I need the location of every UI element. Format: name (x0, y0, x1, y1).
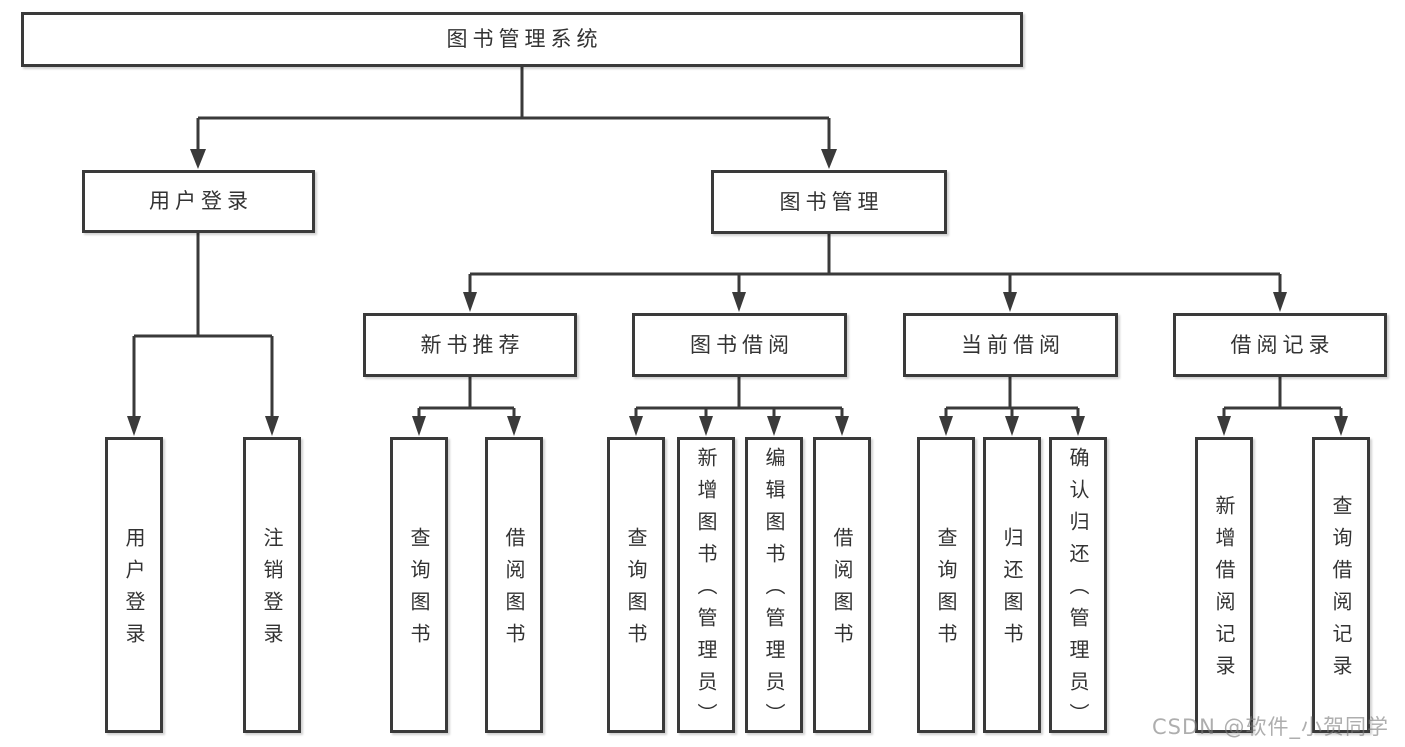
node-root-label: 图书管理系统 (446, 27, 603, 51)
arrow-down-icon (463, 292, 477, 312)
node-borrow-records-label: 借阅记录 (1230, 332, 1335, 357)
leaf-add-borrow-record: 新增借阅记录 (1195, 437, 1253, 733)
leaf-query-books-rec: 查询图书 (390, 437, 448, 733)
leaf-confirm-return-admin: 确认归还（管理员） (1049, 437, 1107, 735)
leaf-query-books-current-label: 查询图书 (934, 527, 958, 655)
node-root: 图书管理系统 (21, 12, 1023, 67)
node-book-mgmt-label: 图书管理 (779, 189, 884, 214)
leaf-user-login: 用户登录 (105, 437, 163, 733)
node-user-login: 用户登录 (82, 170, 315, 233)
leaf-borrow-books-rec: 借阅图书 (485, 437, 543, 733)
connector-root (196, 67, 831, 151)
leaf-edit-book-admin-label: 编辑图书（管理员） (762, 447, 786, 735)
leaf-borrow-books-label: 借阅图书 (830, 527, 854, 655)
arrow-down-icon (1071, 416, 1085, 436)
leaf-borrow-books-rec-label: 借阅图书 (502, 527, 526, 655)
leaf-query-borrow-record-label: 查询借阅记录 (1329, 495, 1353, 687)
node-book-borrow: 图书借阅 (632, 313, 847, 377)
leaf-logout-label: 注销登录 (260, 527, 284, 655)
node-user-login-label: 用户登录 (149, 189, 253, 213)
node-current-borrow: 当前借阅 (903, 313, 1118, 377)
node-book-mgmt: 图书管理 (711, 170, 947, 234)
leaf-add-borrow-record-label: 新增借阅记录 (1212, 495, 1236, 687)
arrow-down-icon (507, 416, 521, 436)
connector-book-mgmt (468, 234, 1282, 294)
connector-user-login (132, 233, 274, 418)
leaf-edit-book-admin: 编辑图书（管理员） (745, 437, 803, 735)
arrow-down-icon (1273, 292, 1287, 312)
arrow-down-icon (1217, 416, 1231, 436)
leaf-confirm-return-admin-label: 确认归还（管理员） (1066, 447, 1090, 735)
leaf-query-books-current: 查询图书 (917, 437, 975, 733)
arrow-down-icon (1003, 292, 1017, 312)
arrow-down-icon (732, 292, 746, 312)
arrowheads (127, 149, 1348, 436)
leaf-query-borrow-record: 查询借阅记录 (1312, 437, 1370, 733)
arrow-down-icon (821, 149, 837, 169)
leaf-return-book: 归还图书 (983, 437, 1041, 733)
arrow-down-icon (699, 416, 713, 436)
leaf-query-books-borrow: 查询图书 (607, 437, 665, 733)
node-book-borrow-label: 图书借阅 (690, 332, 794, 357)
leaf-query-books-borrow-label: 查询图书 (624, 527, 648, 655)
connector-current-borrow (944, 377, 1080, 418)
arrow-down-icon (127, 416, 141, 436)
watermark: CSDN @软件_小贺同学 (1152, 715, 1390, 739)
leaf-add-book-admin-label: 新增图书（管理员） (694, 447, 718, 735)
arrow-down-icon (1005, 416, 1019, 436)
node-new-book-rec: 新书推荐 (363, 313, 577, 377)
arrow-down-icon (190, 149, 206, 169)
arrow-down-icon (1334, 416, 1348, 436)
leaf-user-login-label: 用户登录 (122, 527, 146, 655)
connector-new-book-rec (417, 377, 516, 418)
leaf-add-book-admin: 新增图书（管理员） (677, 437, 735, 735)
arrow-down-icon (835, 416, 849, 436)
arrow-down-icon (629, 416, 643, 436)
node-borrow-records: 借阅记录 (1173, 313, 1387, 377)
leaf-borrow-books: 借阅图书 (813, 437, 871, 733)
leaf-query-books-rec-label: 查询图书 (407, 527, 431, 655)
leaf-logout: 注销登录 (243, 437, 301, 733)
node-current-borrow-label: 当前借阅 (961, 332, 1065, 357)
leaf-return-book-label: 归还图书 (1000, 527, 1024, 655)
node-new-book-rec-label: 新书推荐 (420, 332, 525, 357)
connector-borrow-records (1222, 377, 1343, 418)
arrow-down-icon (767, 416, 781, 436)
arrow-down-icon (939, 416, 953, 436)
connector-book-borrow (634, 377, 844, 418)
arrow-down-icon (412, 416, 426, 436)
arrow-down-icon (265, 416, 279, 436)
